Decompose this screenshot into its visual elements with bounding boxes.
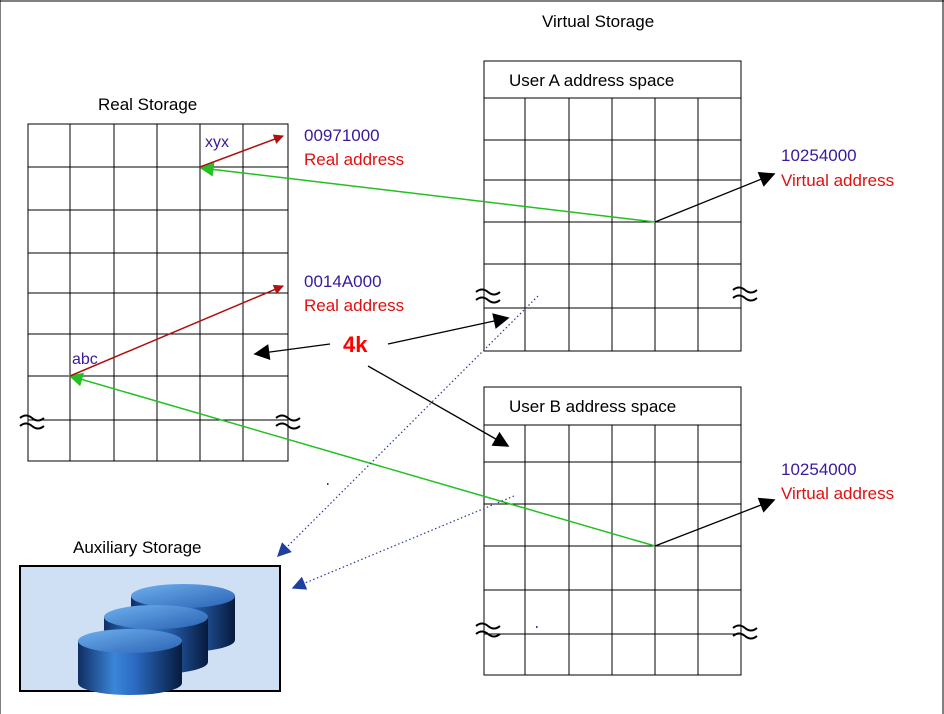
dotted-arrow-b-to-aux [291, 495, 515, 590]
black-arrow-a-virtual [654, 171, 776, 223]
real-address-1-label: Real address [304, 150, 405, 169]
dotted-arrow-a-to-aux [277, 295, 539, 557]
real-address-1-value: 00971000 [304, 126, 380, 145]
real-storage-grid [27, 123, 289, 462]
auxiliary-storage-title: Auxiliary Storage [73, 538, 202, 557]
virtual-storage-title: Virtual Storage [542, 12, 655, 31]
red-arrows [69, 134, 284, 377]
user-a-virtual-address-label: Virtual address [781, 171, 895, 190]
user-b-grid [483, 386, 742, 676]
disk-stack-icon [78, 584, 235, 695]
user-b-break-marks [475, 622, 758, 640]
real-storage-title: Real Storage [98, 95, 198, 114]
black-arrow-b-virtual [654, 497, 776, 547]
real-break-marks [19, 414, 301, 430]
blue-dotted-arrows [277, 295, 539, 590]
user-a-break-marks [475, 286, 758, 304]
user-a-virtual-address-value: 10254000 [781, 146, 857, 165]
green-arrow-b-to-real [68, 372, 656, 547]
page-frame-xyx-label: xyx [205, 134, 229, 151]
page-frame-abc-label: abc [72, 351, 98, 368]
stray-dots [327, 483, 538, 628]
user-a-grid [483, 60, 742, 352]
real-address-2-label: Real address [304, 296, 405, 315]
black-arrow-4k-user-a [387, 313, 510, 345]
red-arrow-abc [69, 284, 284, 377]
user-b-address-space-title: User B address space [509, 397, 677, 416]
green-arrows [68, 162, 656, 547]
user-a-address-space-title: User A address space [509, 71, 675, 90]
page-size-4k-label: 4k [343, 332, 368, 357]
user-b-virtual-address-label: Virtual address [781, 484, 895, 503]
black-arrows [253, 171, 776, 547]
black-arrow-4k-real [253, 343, 331, 361]
black-arrow-4k-user-b [367, 365, 510, 447]
green-arrow-a-to-real [199, 162, 656, 223]
red-arrow-xyx [199, 134, 284, 168]
user-b-virtual-address-value: 10254000 [781, 460, 857, 479]
real-address-2-value: 0014A000 [304, 272, 382, 291]
